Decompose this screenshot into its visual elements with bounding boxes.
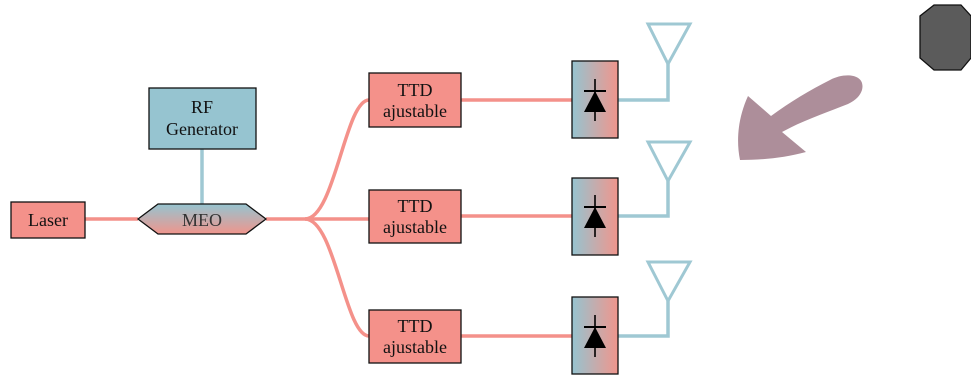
ttd-block-1: TTD ajustable — [368, 72, 462, 128]
ttd-box — [368, 309, 462, 364]
modulator-hexagon — [136, 203, 268, 235]
photodiode-icon — [584, 315, 606, 357]
rf-generator-label-line2: Generator — [166, 119, 238, 139]
rf-links — [200, 64, 670, 338]
ttd-label-line2: ajustable — [383, 101, 447, 121]
laser-label: Laser — [28, 210, 68, 230]
antenna-icon — [645, 22, 693, 68]
rf-generator-box — [148, 87, 257, 150]
optical-links — [85, 98, 572, 338]
ttd-box — [368, 189, 462, 244]
photodiode-to-antenna-link-2 — [618, 181, 670, 218]
antennas — [645, 22, 693, 305]
ttd-label-line1: TTD — [398, 80, 433, 100]
photodiode-2 — [571, 177, 619, 256]
photodiode-3 — [571, 296, 619, 375]
wave-arrow-icon — [738, 75, 863, 160]
photodiode-icon — [584, 195, 606, 237]
ttd-label-line2: ajustable — [383, 337, 447, 357]
ttd-block-2: TTD ajustable — [368, 189, 462, 244]
laser-block: Laser — [10, 201, 86, 239]
ttd-label-line2: ajustable — [383, 217, 447, 237]
ttd-label-line1: TTD — [398, 316, 433, 336]
ttd-block-3: TTD ajustable — [368, 309, 462, 364]
octagon-icon — [919, 4, 971, 71]
photodiode-to-antenna-link-3 — [618, 301, 670, 338]
photodiode-1 — [571, 60, 619, 139]
rf-generator-block: RF Generator — [148, 87, 257, 150]
splitter-branch-bottom — [304, 217, 370, 338]
photodiode-icon — [584, 79, 606, 121]
ttd-box — [368, 72, 462, 128]
ttd-label-line1: TTD — [398, 196, 433, 216]
photodiode-to-antenna-link-1 — [618, 64, 670, 102]
antenna-icon — [645, 260, 693, 305]
laser-box — [10, 201, 86, 239]
modulator-block: MEO — [136, 203, 268, 235]
rf-generator-label-line1: RF — [191, 97, 213, 117]
antenna-icon — [645, 140, 693, 185]
splitter-branch-top — [304, 98, 370, 221]
modulator-label: MEO — [182, 210, 222, 230]
